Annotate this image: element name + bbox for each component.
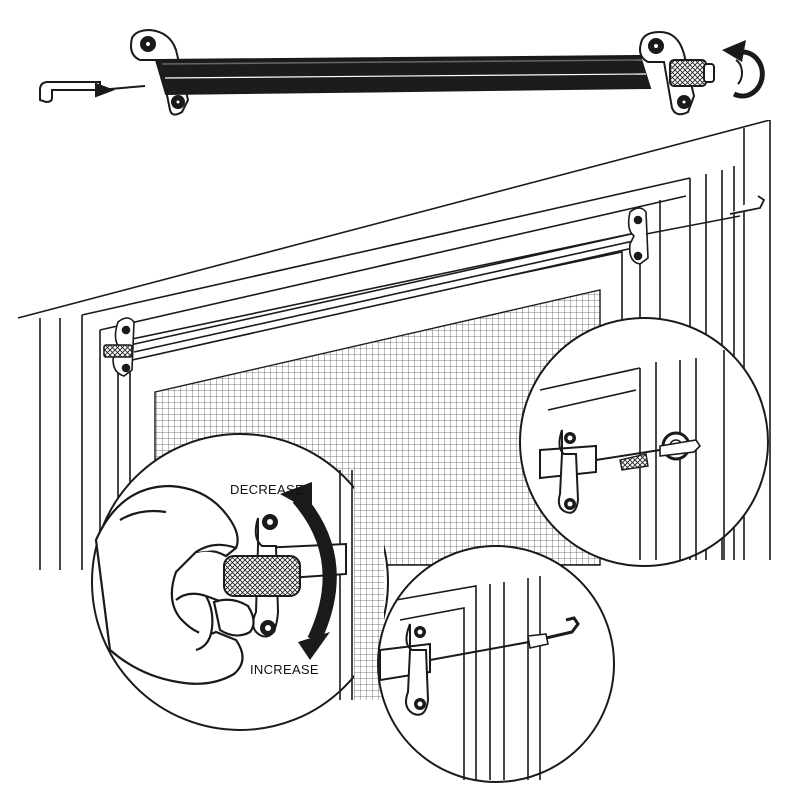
detail-circle-hook: [377, 545, 615, 783]
tension-rod-detail: [39, 28, 765, 116]
detail-circle-ring: [519, 317, 769, 567]
rod-knurled-knob: [669, 59, 715, 87]
adjust-knob: [223, 555, 301, 597]
curved-double-arrow-icon: [280, 482, 337, 660]
decrease-label: DECREASE: [230, 482, 304, 497]
increase-label: INCREASE: [250, 662, 319, 677]
rod-hook: [39, 81, 146, 104]
installed-tension-rod: [103, 195, 766, 377]
detail-circle-adjust: DECREASE INCREASE: [91, 433, 389, 731]
circular-rotate-arrow-icon: [722, 40, 765, 99]
rod-body: [154, 54, 652, 96]
rod-right-bracket: [639, 30, 696, 116]
hand-illustration: [94, 484, 255, 685]
wall-top-edge: [17, 120, 771, 319]
